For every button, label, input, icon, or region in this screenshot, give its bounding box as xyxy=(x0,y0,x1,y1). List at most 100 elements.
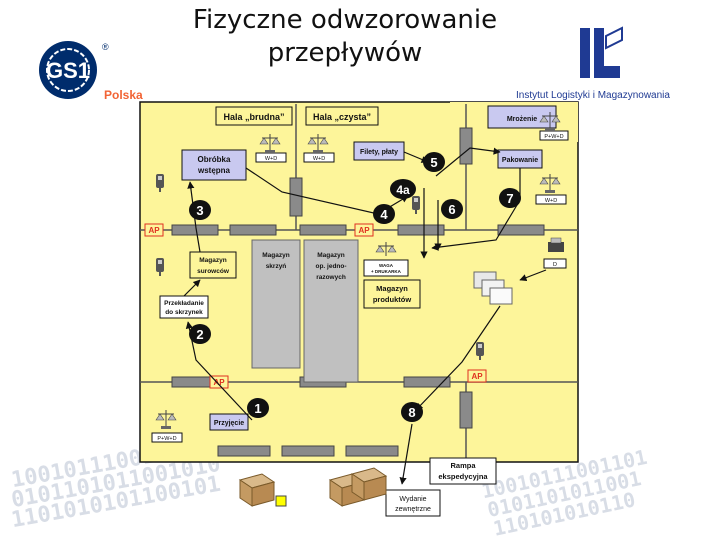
scale-icon xyxy=(375,242,397,256)
ilim-name-label: Instytut Logistyki i Magazynowania xyxy=(516,90,670,101)
tag-wd-2-label: W+D xyxy=(313,156,325,162)
step-marker-7: 7 xyxy=(499,188,521,208)
ap-marker xyxy=(354,223,374,237)
flow-arrow-to-packing xyxy=(435,147,501,177)
scale-icon xyxy=(539,112,561,131)
ap-marker xyxy=(467,369,487,383)
step-marker-4a: 4a xyxy=(390,179,416,199)
printer-icon xyxy=(548,237,564,252)
svg-text:4: 4 xyxy=(380,207,388,222)
step-markers: 1 2 3 4 4a 5 6 7 8 xyxy=(189,152,521,422)
box-fillets xyxy=(353,141,405,161)
step-marker-3: 3 xyxy=(189,200,211,220)
ap-marker xyxy=(144,223,164,237)
svg-text:7: 7 xyxy=(506,191,513,206)
scale-icon xyxy=(259,134,281,153)
gs1-country-label: Polska xyxy=(104,88,143,102)
dock-door xyxy=(217,445,271,457)
printer-label: + DRUKARKA xyxy=(371,269,402,274)
tag-pwd-top-label: P+W+D xyxy=(544,134,563,140)
pallet-stack-icon xyxy=(473,271,513,305)
box-crate-transfer-label-1: Przekładanie xyxy=(164,300,204,307)
box-reception xyxy=(209,413,249,431)
door xyxy=(459,391,473,429)
gs1-registered-mark: ® xyxy=(102,42,109,52)
box-raw-material-storage-label-1: Magazyn xyxy=(199,257,226,264)
page-title: Fizyczne odwzorowanie przepływów xyxy=(150,4,540,70)
door xyxy=(289,177,303,217)
scale-icon xyxy=(155,410,177,429)
box-dispatch-ramp-label-2: ekspedycyjna xyxy=(438,472,488,481)
scale-icon xyxy=(539,174,561,193)
box-external-dispatch-label-2: zewnętrzne xyxy=(395,506,431,513)
flow-arrow-to-dispatch xyxy=(415,305,501,411)
box-raw-material-storage xyxy=(189,251,237,279)
step-marker-4: 4 xyxy=(373,204,395,224)
step-marker-8: 8 xyxy=(401,402,423,422)
packaging-storage-label-2: op. jedno- xyxy=(315,263,346,270)
flow-arrow-transfer-to-raw-storage xyxy=(183,279,201,297)
box-pre-processing-label-2: wstępna xyxy=(197,166,231,175)
scale-printer-box xyxy=(363,259,409,277)
box-external-dispatch xyxy=(385,489,441,517)
tag-wd-right xyxy=(535,194,567,205)
hall-dirty-label-box xyxy=(215,106,293,126)
terminal-icon xyxy=(156,258,164,276)
storage-area-crates xyxy=(251,239,301,369)
ap-marker-label: AP xyxy=(213,378,225,387)
svg-text:4a: 4a xyxy=(396,183,410,197)
crate-storage-label-1: Magazyn xyxy=(262,252,289,259)
door xyxy=(171,224,219,236)
svg-text:5: 5 xyxy=(430,155,437,170)
svg-text:3: 3 xyxy=(196,203,203,218)
svg-text:8: 8 xyxy=(408,405,415,420)
box-packing-label: Pakowanie xyxy=(502,157,538,164)
dock-door xyxy=(345,445,399,457)
door xyxy=(403,376,451,388)
box-reception-label: Przyjęcie xyxy=(214,420,244,427)
ap-marker-label: AP xyxy=(148,226,160,235)
door xyxy=(299,224,347,236)
box-pre-processing-label-1: Obróbka xyxy=(198,155,231,164)
box-fillets-label: Filety, płaty xyxy=(360,149,398,156)
title-line-1: Fizyczne odwzorowanie xyxy=(192,5,498,35)
step-marker-6: 6 xyxy=(441,199,463,219)
scale-icon xyxy=(307,134,329,153)
ap-marker-label: AP xyxy=(471,372,483,381)
box-product-storage xyxy=(363,279,421,309)
box-crate-transfer-label-2: do skrzynek xyxy=(165,309,203,316)
dock-door xyxy=(281,445,335,457)
packaging-storage-label-3: razowych xyxy=(316,274,346,281)
ap-marker-label: AP xyxy=(358,226,370,235)
svg-text:6: 6 xyxy=(448,202,455,217)
svg-text:1: 1 xyxy=(254,401,261,416)
packaging-storage-label-1: Magazyn xyxy=(317,252,344,259)
tag-wd-right-label: W+D xyxy=(545,198,557,204)
scale-label: WAGA xyxy=(379,263,394,268)
tag-d-right-label: D xyxy=(553,262,557,268)
terminal-icon xyxy=(412,196,420,214)
hall-dirty-label: Hala „brudna” xyxy=(223,112,284,122)
box-product-storage-label-2: produktów xyxy=(373,295,411,304)
hall-clean-label-box xyxy=(305,106,379,126)
door xyxy=(229,224,277,236)
box-external-dispatch-label-1: Wydanie xyxy=(399,496,426,503)
flow-arrow-preprocessing-to-fillets xyxy=(245,167,409,215)
flow-arrow-packing-back xyxy=(431,168,521,251)
storage-area-packaging xyxy=(303,239,359,383)
flow-arrow-to-pallets xyxy=(519,269,547,282)
flow-arrow-raw-to-preprocessing xyxy=(187,181,201,253)
forklift-icon xyxy=(350,467,388,501)
box-dispatch-ramp xyxy=(429,457,497,485)
box-dispatch-ramp-label-1: Rampa xyxy=(450,461,476,470)
ilim-logo xyxy=(580,26,623,78)
door xyxy=(397,224,445,236)
door xyxy=(497,224,545,236)
tag-wd-1-label: W+D xyxy=(265,156,277,162)
terminal-icon xyxy=(156,174,164,192)
svg-text:2: 2 xyxy=(196,327,203,342)
door xyxy=(459,127,473,165)
terminal-icon xyxy=(476,342,484,360)
tag-pwd-bottom-label: P+W+D xyxy=(157,436,176,442)
